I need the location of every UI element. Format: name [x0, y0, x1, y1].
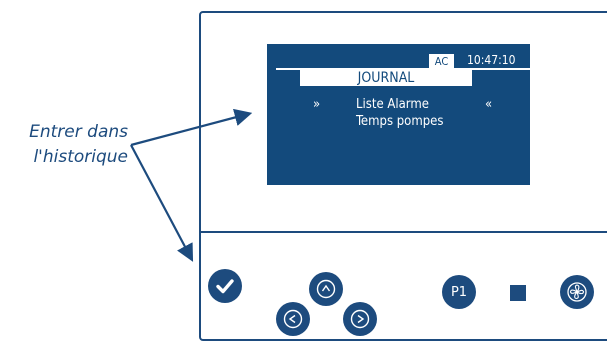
- selection-marker-left: »: [313, 97, 321, 112]
- clock: 10:47:10: [467, 53, 516, 67]
- callout-arrows: [130, 108, 253, 262]
- panel-divider: [201, 231, 607, 233]
- menu-item-liste-alarme[interactable]: » Liste Alarme «: [267, 96, 530, 113]
- fan-button[interactable]: [560, 275, 594, 309]
- callout-text: Entrer dans l'historique: [0, 120, 128, 170]
- selection-marker-right: «: [485, 97, 493, 112]
- lcd-screen: AC 10:47:10 JOURNAL » Liste Alarme « Tem…: [267, 44, 531, 185]
- menu-item-label: Temps pompes: [356, 114, 444, 129]
- left-button[interactable]: [276, 302, 310, 336]
- up-button[interactable]: [309, 272, 343, 306]
- validate-button[interactable]: [208, 269, 242, 303]
- arrow-up-icon: [315, 278, 337, 300]
- checkmark-icon: [214, 275, 236, 297]
- arrow-to-screen: [130, 108, 253, 147]
- arrow-left-icon: [282, 308, 304, 330]
- screen-title: JOURNAL: [300, 68, 472, 86]
- p1-button-label: P1: [450, 284, 468, 300]
- fan-icon: [566, 281, 588, 303]
- mode-badge: AC: [429, 54, 454, 69]
- p1-button[interactable]: P1: [442, 275, 476, 309]
- right-button[interactable]: [343, 302, 377, 336]
- stop-square-icon[interactable]: [510, 285, 526, 301]
- menu-item-temps-pompes[interactable]: Temps pompes: [267, 113, 530, 130]
- callout-line-1: Entrer dans: [29, 122, 128, 142]
- callout-line-2: l'historique: [33, 147, 128, 167]
- arrow-to-validate-button: [130, 144, 194, 262]
- arrow-right-icon: [349, 308, 371, 330]
- menu-item-label: Liste Alarme: [356, 97, 429, 112]
